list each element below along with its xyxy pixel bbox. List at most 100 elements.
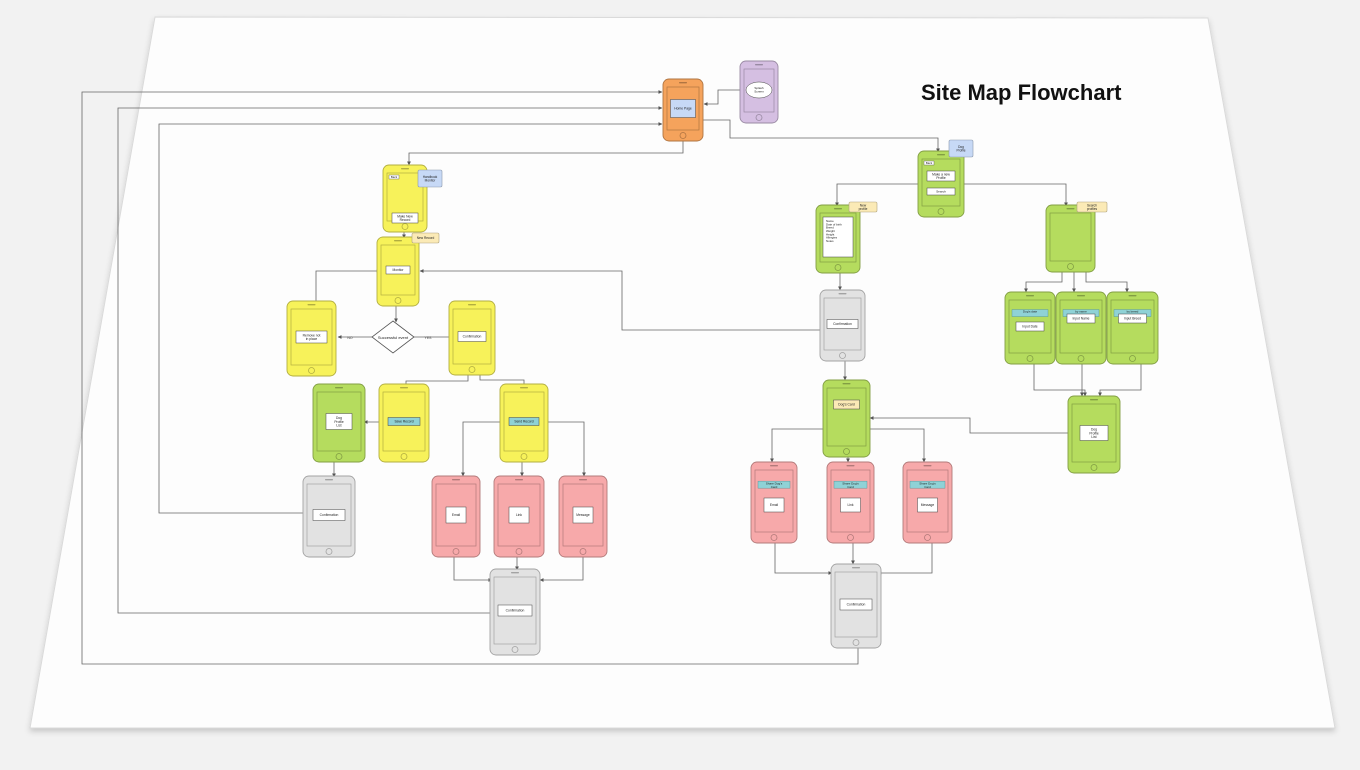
home-button-icon	[308, 367, 315, 374]
home-button-icon	[852, 639, 860, 646]
connector-message-to-confirm	[539, 557, 584, 582]
paper-sheet	[29, 16, 1336, 729]
home-button-icon	[400, 453, 408, 460]
home-button-icon	[847, 534, 854, 541]
button-label: Message	[921, 503, 935, 507]
decision-node[interactable]: Successful event NO YES	[347, 320, 432, 354]
home-button-icon	[1129, 355, 1136, 362]
search-profiles-screen[interactable]	[1045, 204, 1096, 273]
dog-card-screen[interactable]: Dog's Card	[822, 379, 871, 458]
home-button-icon	[520, 453, 528, 460]
email-left-screen[interactable]: Email	[431, 475, 481, 558]
home-button-icon	[579, 548, 587, 555]
connector-share-message-to-confirm	[877, 543, 933, 575]
confirm-share-screen[interactable]: Confirmation	[830, 563, 882, 649]
button-label: Email	[770, 503, 779, 507]
connector-profile-to-search	[964, 183, 1068, 207]
home-button-icon	[834, 264, 842, 271]
connector-confirm-to-send	[479, 375, 526, 388]
home-button-icon	[452, 548, 460, 555]
confirm-left-screen[interactable]: Confirmation	[302, 475, 356, 558]
connector-date-to-list	[1033, 364, 1087, 397]
home-screen[interactable]: Home Page	[662, 78, 704, 142]
button-label: Confirmation	[463, 335, 482, 339]
button-label: Input Name	[1072, 317, 1089, 321]
connector-send-to-email	[461, 421, 502, 477]
button-label: Input Date	[1022, 325, 1037, 329]
connector-profile-to-new	[835, 183, 920, 207]
message-left-screen[interactable]: Message	[558, 475, 608, 558]
button-label: Confirmation	[833, 322, 852, 326]
connector-remove-to-monitor	[315, 269, 381, 302]
home-button-icon	[843, 448, 850, 455]
confirm-yes-screen[interactable]: Confirmation	[448, 300, 496, 376]
diagram-title: Site Map Flowchart	[921, 80, 1122, 105]
save-record-screen[interactable]: Save Record	[378, 383, 430, 463]
button-label: Link	[847, 503, 853, 507]
connector-card-to-share-message	[868, 428, 926, 463]
confirm-bottom-screen[interactable]: Confirmation	[489, 568, 541, 656]
button-label: Input Breed	[1124, 317, 1141, 321]
home-button-icon	[325, 548, 333, 555]
by-name-header: by name	[1075, 310, 1087, 314]
decision-no-label: NO	[347, 336, 353, 340]
note-new-record-label: New Record	[417, 236, 435, 240]
home-button-icon	[1077, 355, 1085, 362]
monitor-screen[interactable]: Monitor	[376, 236, 420, 307]
button-label: Monitor	[393, 268, 405, 272]
send-record-screen[interactable]: Send Record	[499, 383, 549, 463]
home-button-icon	[1090, 464, 1098, 471]
home-button-icon	[511, 646, 519, 653]
decision-yes-label: YES	[424, 336, 432, 340]
connector-send-to-message	[545, 421, 586, 477]
button-label: Save Record	[394, 420, 413, 424]
connector-search-to-breed	[1085, 272, 1129, 293]
home-button-icon	[1026, 355, 1034, 362]
back-button-label: Back	[926, 161, 933, 165]
home-button-icon	[335, 453, 343, 460]
home-button-icon	[401, 223, 409, 230]
home-button-icon	[839, 352, 846, 359]
button-label: Confirmation	[847, 603, 866, 607]
connector-home-to-menu	[407, 140, 684, 166]
button-label: Send Record	[514, 420, 533, 424]
link-left-screen[interactable]: Link	[493, 475, 545, 558]
connector-home-to-dog-profile	[703, 119, 940, 153]
connector-confirm-bottom-to-home	[117, 106, 663, 614]
confirm-right-screen[interactable]: Confirmation	[819, 289, 866, 362]
secondary-button-label: Search	[936, 190, 946, 194]
connector-splash-to-home	[703, 89, 740, 106]
home-button-icon	[1067, 263, 1074, 270]
